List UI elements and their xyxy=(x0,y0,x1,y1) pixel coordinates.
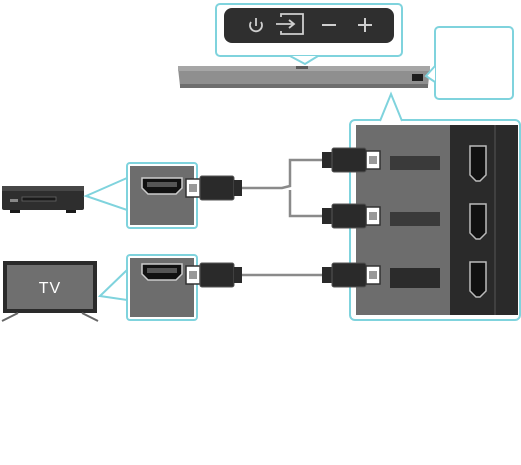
tv-hdmi-callout xyxy=(97,254,198,321)
control-panel-callout xyxy=(215,3,403,66)
hdmi-port-1[interactable] xyxy=(469,145,487,182)
device-hdmi-callout xyxy=(83,162,198,229)
port-label-3 xyxy=(390,268,440,288)
hdmi-plug-left-1 xyxy=(185,175,242,201)
tv-hdmi-port[interactable] xyxy=(141,263,183,281)
port-label-2 xyxy=(390,212,440,226)
hdmi-plug-left-2 xyxy=(185,262,242,288)
rear-hdmi-panel xyxy=(349,91,521,321)
source-input-icon[interactable] xyxy=(276,13,304,35)
port-label-1 xyxy=(390,156,440,170)
rear-callout xyxy=(424,26,514,100)
soundbar xyxy=(178,66,430,88)
hdmi-port-3[interactable] xyxy=(469,261,487,298)
hdmi-port-2[interactable] xyxy=(469,203,487,240)
hdmi-plug-right-2 xyxy=(322,203,381,229)
tv: TV xyxy=(1,261,99,322)
tv-label: TV xyxy=(39,280,61,297)
device-hdmi-port[interactable] xyxy=(141,177,183,195)
external-device xyxy=(2,186,84,213)
cables xyxy=(240,158,322,277)
volume-up-icon[interactable] xyxy=(358,18,372,32)
power-icon[interactable] xyxy=(249,18,263,33)
hdmi-plug-right-3 xyxy=(322,262,381,288)
hdmi-plug-right-1 xyxy=(322,147,381,173)
soundbar-display xyxy=(412,74,423,81)
